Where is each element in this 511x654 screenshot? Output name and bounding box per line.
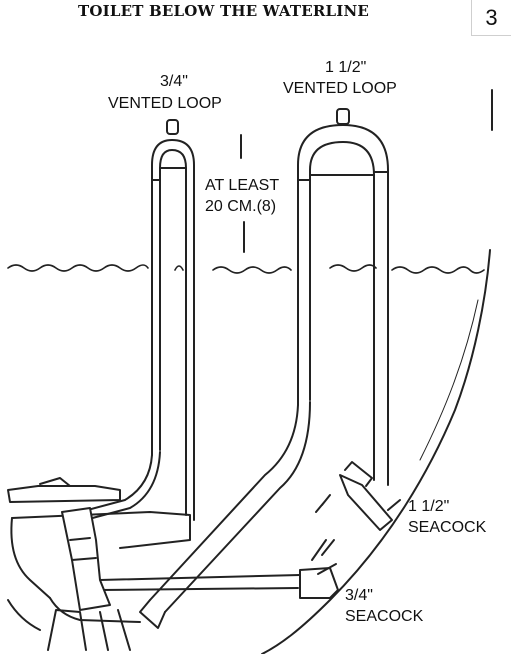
- small-seacock-hose: [99, 539, 339, 599]
- small-loop-size-label: 3/4": [160, 73, 188, 90]
- large-seacock-name-label: SEACOCK: [408, 519, 487, 536]
- small-loop-name-label: VENTED LOOP: [108, 95, 222, 112]
- hull-outline: [261, 89, 493, 654]
- small-vented-loop: [79, 119, 195, 521]
- large-loop-size-label: 1 1/2": [325, 59, 367, 76]
- diagram-title: TOILET BELOW THE WATERLINE: [78, 2, 370, 20]
- toilet: [7, 477, 191, 651]
- small-seacock-size-label: 3/4": [345, 587, 373, 604]
- large-loop-name-label: VENTED LOOP: [283, 80, 397, 97]
- hull-inner-line: [419, 299, 479, 461]
- large-seacock-size-label: 1 1/2": [408, 498, 450, 515]
- large-seacock: [315, 461, 401, 531]
- waterline: [7, 264, 485, 274]
- page-number: 3: [471, 0, 511, 36]
- large-vented-loop: [139, 108, 389, 629]
- height-label-line2: 20 CM.(8): [205, 198, 277, 215]
- height-marker: [240, 134, 245, 253]
- small-seacock-name-label: SEACOCK: [345, 608, 424, 625]
- height-label-line1: AT LEAST: [205, 177, 280, 194]
